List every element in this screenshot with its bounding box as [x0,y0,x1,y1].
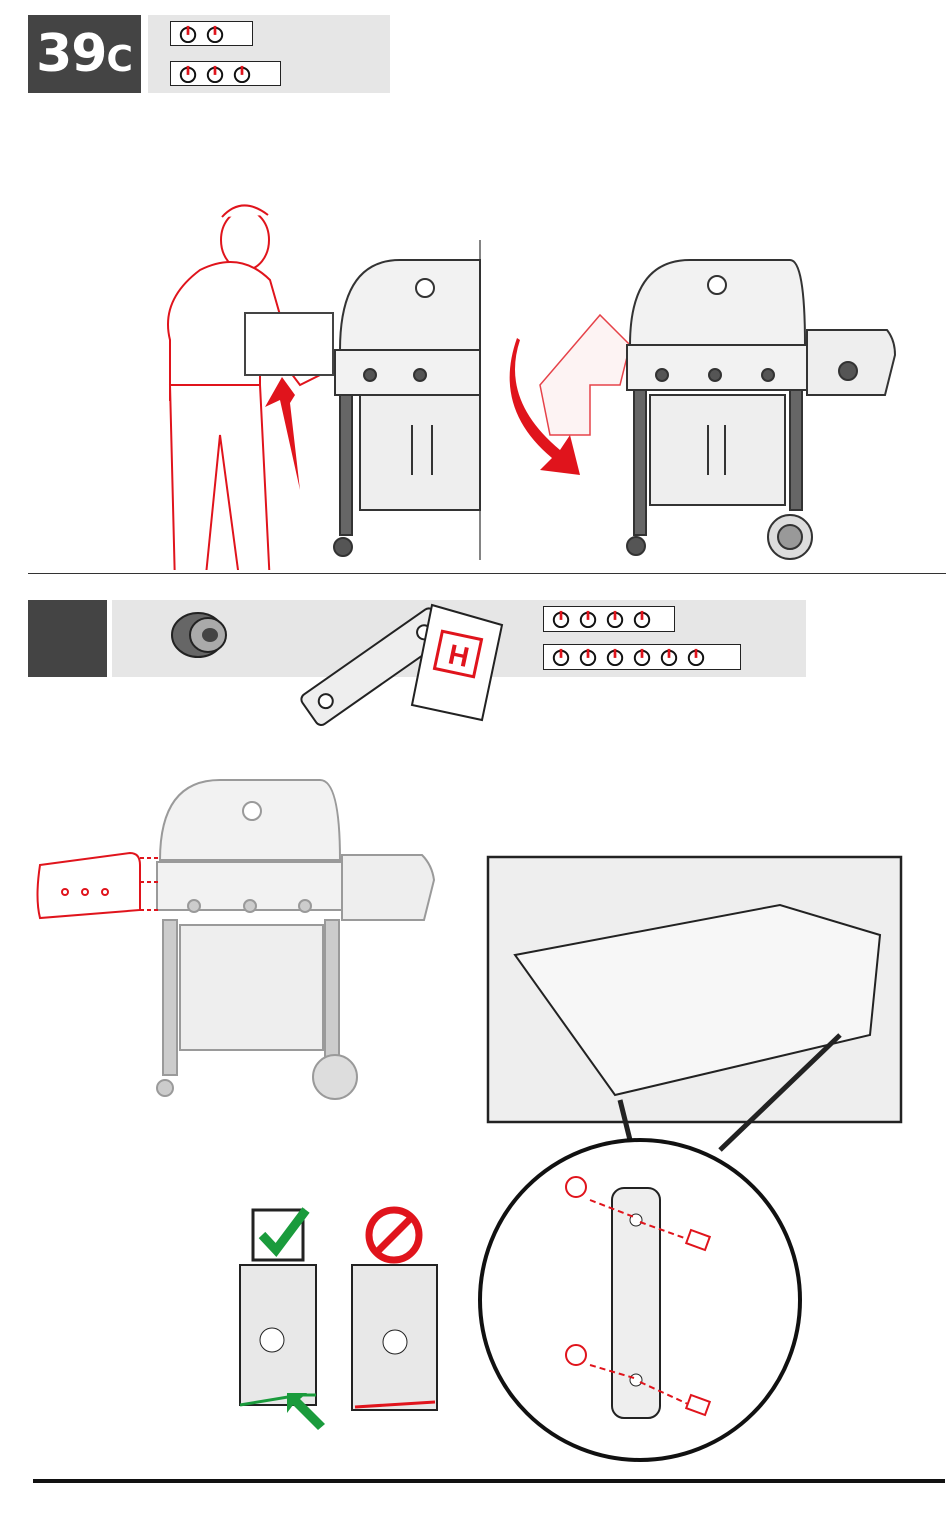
side-table-red [38,853,159,918]
section-divider [28,573,946,574]
grill-right [627,260,895,559]
up-arrow-icon [265,377,300,490]
footer-rule [33,1479,945,1483]
step-number-badge: 39 C [28,15,141,93]
knob-icon [606,610,624,628]
parts-icons: H [160,600,520,750]
step-39c-illustration [0,95,950,570]
knob-icon [687,648,705,666]
knob-icon [179,25,197,43]
side-table-left [245,313,333,375]
knob-icon [206,65,224,83]
knob-icon [579,648,597,666]
knob-count-6 [543,644,741,670]
knob-count-3 [170,61,281,86]
knob-icon [633,610,651,628]
install-illustration [0,770,950,1470]
grill-left [334,260,480,556]
knob-icon [606,648,624,666]
step-number-badge-blank [28,600,107,677]
knob-icon [552,648,570,666]
knob-icon [179,65,197,83]
knob-icon [633,648,651,666]
knob-icon [206,25,224,43]
nut-red [566,1177,586,1197]
step-suffix: C [106,39,132,80]
correct-example [240,1210,325,1430]
nut-icon [172,613,226,657]
knob-icon [660,648,678,666]
knob-count-4 [543,606,675,632]
knob-icon [552,610,570,628]
grill-faded [157,780,434,1099]
knob-icon [579,610,597,628]
wrong-example [352,1210,437,1410]
knob-icon [233,65,251,83]
step-number: 39 [36,24,106,84]
knob-count-2 [170,21,253,46]
person-figure [168,205,320,570]
